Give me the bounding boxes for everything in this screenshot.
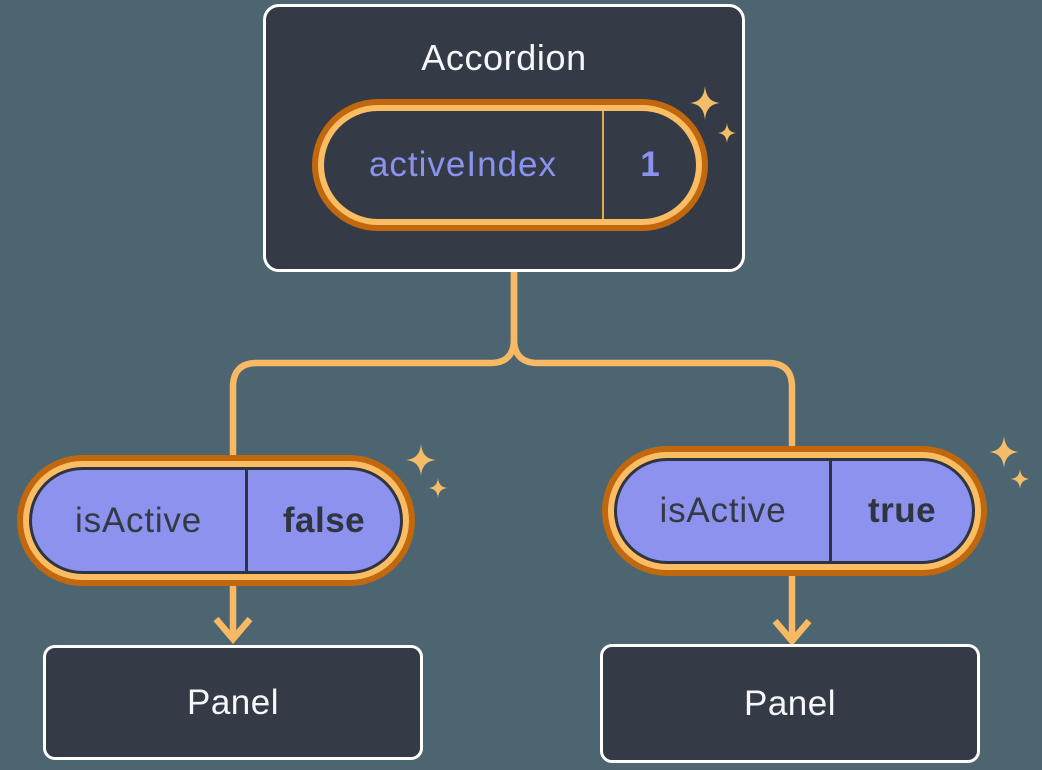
state-pill: activeIndex 1 bbox=[312, 99, 708, 231]
state-pill-inner-ring: activeIndex 1 bbox=[318, 105, 702, 225]
connector-accordion-to-right-pill bbox=[510, 271, 796, 462]
connector-accordion-to-left-pill bbox=[229, 271, 518, 470]
panel-box-left: Panel bbox=[43, 645, 423, 760]
arrow-right-pill-to-panel-head bbox=[772, 618, 812, 647]
prop-pill-right-inner-ring: isActive true bbox=[608, 452, 981, 570]
state-pill-divider bbox=[602, 111, 604, 219]
prop-name-label-left: isActive bbox=[75, 500, 202, 540]
arrow-left-pill-to-panel-head bbox=[213, 616, 253, 645]
sparkle-icon bbox=[989, 436, 1019, 468]
sparkle-icon bbox=[1010, 469, 1030, 489]
prop-pill-left: isActive false bbox=[17, 455, 415, 586]
state-name-label: activeIndex bbox=[368, 145, 558, 184]
prop-value-label-right: true bbox=[867, 491, 937, 530]
sparkle-icon bbox=[406, 444, 436, 476]
prop-pill-right-body: isActive true bbox=[614, 458, 975, 564]
panel-label-right: Panel bbox=[743, 683, 837, 723]
prop-pill-left-body: isActive false bbox=[29, 467, 403, 574]
prop-name-label-right: isActive bbox=[659, 491, 787, 530]
state-pill-body: activeIndex 1 bbox=[324, 111, 696, 219]
prop-value-label-left: false bbox=[282, 500, 366, 540]
panel-label-left: Panel bbox=[186, 682, 280, 722]
prop-pill-right-divider bbox=[829, 461, 832, 561]
prop-pill-right: isActive true bbox=[602, 446, 987, 576]
panel-box-right: Panel bbox=[600, 644, 980, 763]
prop-pill-left-inner-ring: isActive false bbox=[23, 461, 409, 580]
accordion-title: Accordion bbox=[421, 37, 587, 78]
sparkle-icon bbox=[428, 478, 448, 498]
state-value-label: 1 bbox=[640, 145, 660, 184]
prop-pill-left-divider bbox=[245, 470, 248, 571]
